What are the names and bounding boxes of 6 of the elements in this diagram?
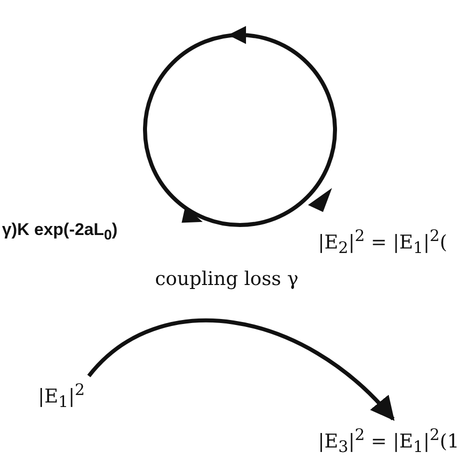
coupling-loss-label: coupling loss γ: [155, 268, 298, 290]
equation-text: |E$_{3}$|$^{2}$ = |E$_{1}$|$^{2}$(1: [318, 425, 460, 456]
intensity-label: |E$_{1}$|$^{2}$: [38, 380, 85, 412]
equation-text: |E$_{2}$|$^{2}$ = |E$_{1}$|$^{2}$(: [318, 226, 448, 258]
equation-text: γ)K exp(-2aL$_{0}$): [2, 220, 118, 244]
arrow: [87, 318, 395, 421]
